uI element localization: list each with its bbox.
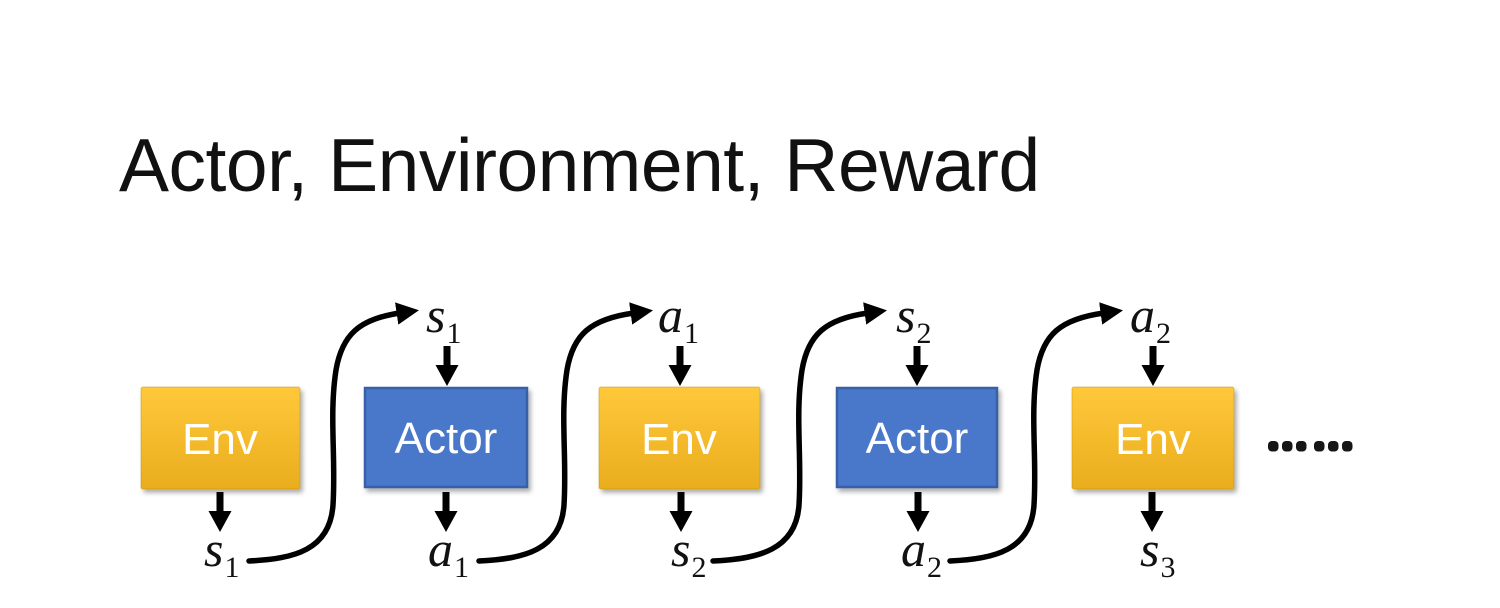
label-base: s <box>426 287 445 343</box>
output-label-a2: a2 <box>901 521 942 584</box>
env-box-label: Env <box>182 415 258 464</box>
flow-arrow-a2 <box>947 302 1123 564</box>
node-actor-2: Actor <box>835 386 999 489</box>
input-arrow-env-3 <box>1141 346 1165 386</box>
input-label-a2: a2 <box>1130 287 1171 350</box>
slide-title: Actor, Environment, Reward <box>119 123 1040 207</box>
node-env-2: Env <box>598 386 761 490</box>
input-arrow-actor-2 <box>905 346 929 386</box>
label-base: s <box>1140 521 1159 577</box>
label-base: s <box>896 287 915 343</box>
actor-box <box>363 386 529 489</box>
flow-arrow-s1 <box>246 302 419 564</box>
label-subscript: 2 <box>1156 317 1171 350</box>
env-box <box>140 386 301 490</box>
actor-box-label: Actor <box>395 414 498 463</box>
output-label-s2: s2 <box>671 521 706 584</box>
label-base: a <box>658 287 683 343</box>
label-subscript: 1 <box>224 551 239 584</box>
env-box <box>1071 386 1235 490</box>
flow-arrow-a1 <box>476 302 653 564</box>
output-label-a1: a1 <box>428 521 469 584</box>
output-label-s3: s3 <box>1140 521 1175 584</box>
actor-box <box>835 386 999 489</box>
output-arrow-actor-2 <box>906 492 930 532</box>
node-env-1: Env <box>140 386 301 490</box>
label-base: a <box>901 521 926 577</box>
input-arrow-actor-1 <box>435 346 459 386</box>
label-subscript: 2 <box>916 317 931 350</box>
node-actor-1: Actor <box>363 386 529 489</box>
env-box-label: Env <box>641 415 717 464</box>
label-base: s <box>204 521 223 577</box>
env-box <box>598 386 761 490</box>
label-subscript: 2 <box>927 551 942 584</box>
input-label-s1: s1 <box>426 287 461 350</box>
actor-box-label: Actor <box>866 414 969 463</box>
output-arrow-env-3 <box>1140 492 1164 532</box>
label-base: a <box>428 521 453 577</box>
output-arrow-env-2 <box>669 492 693 532</box>
label-subscript: 3 <box>1160 551 1175 584</box>
flow-arrow-s2 <box>710 302 887 564</box>
label-subscript: 1 <box>684 317 699 350</box>
label-base: a <box>1130 287 1155 343</box>
label-base: s <box>671 521 690 577</box>
node-env-3: Env <box>1071 386 1235 490</box>
env-box-label: Env <box>1115 415 1191 464</box>
output-arrow-env-1 <box>208 492 232 532</box>
output-label-s1: s1 <box>204 521 239 584</box>
input-arrow-env-2 <box>668 346 692 386</box>
label-subscript: 1 <box>446 317 461 350</box>
output-arrow-actor-1 <box>434 492 458 532</box>
input-label-a1: a1 <box>658 287 699 350</box>
label-subscript: 1 <box>454 551 469 584</box>
label-subscript: 2 <box>691 551 706 584</box>
continuation-ellipsis-icon: …… <box>1268 441 1353 452</box>
input-label-s2: s2 <box>896 287 931 350</box>
